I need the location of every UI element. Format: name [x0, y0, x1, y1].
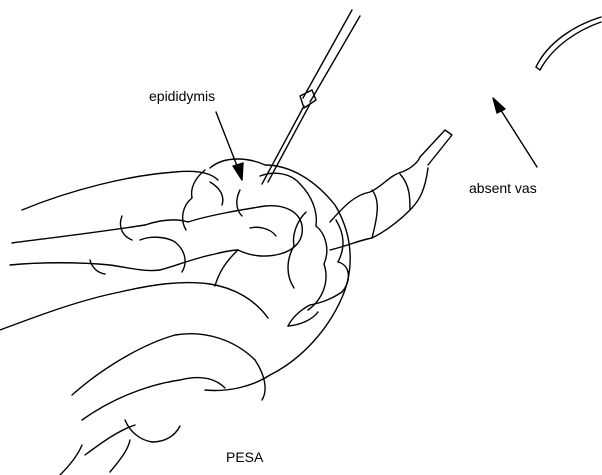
procedure-caption: PESA — [226, 450, 263, 464]
hand — [0, 171, 302, 330]
absent-vas-label: absent vas — [469, 181, 537, 195]
epididymis-label: epididymis — [149, 89, 215, 103]
testis — [183, 159, 351, 390]
absent-vas-remnant — [536, 17, 601, 70]
absent-vas-arrow — [493, 98, 537, 167]
needle — [262, 10, 360, 184]
spermatic-cord — [288, 130, 452, 326]
epididymis-pointer-arrow — [216, 112, 243, 180]
